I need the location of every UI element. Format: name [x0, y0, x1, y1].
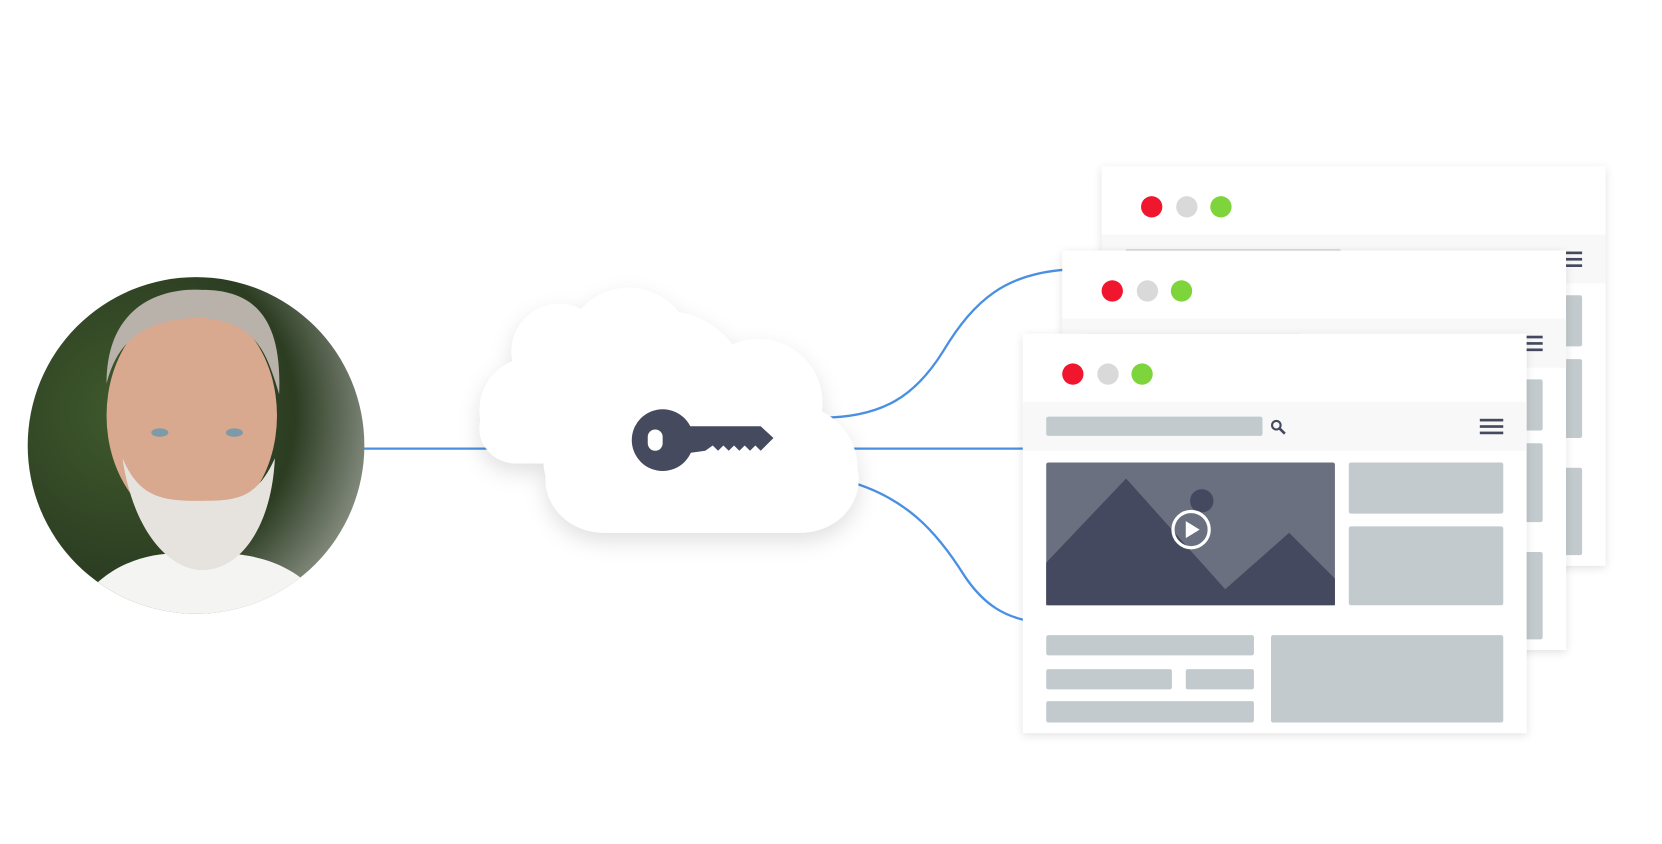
- browser-window-front: [1022, 333, 1527, 734]
- connector-cloud-to-window-2: [820, 268, 1066, 419]
- key-icon: [631, 409, 774, 472]
- cloud-service: [479, 287, 859, 533]
- connector-cloud-to-window-1: [841, 478, 1026, 622]
- front-cloud: [543, 311, 859, 533]
- user-avatar-photo: [27, 277, 365, 614]
